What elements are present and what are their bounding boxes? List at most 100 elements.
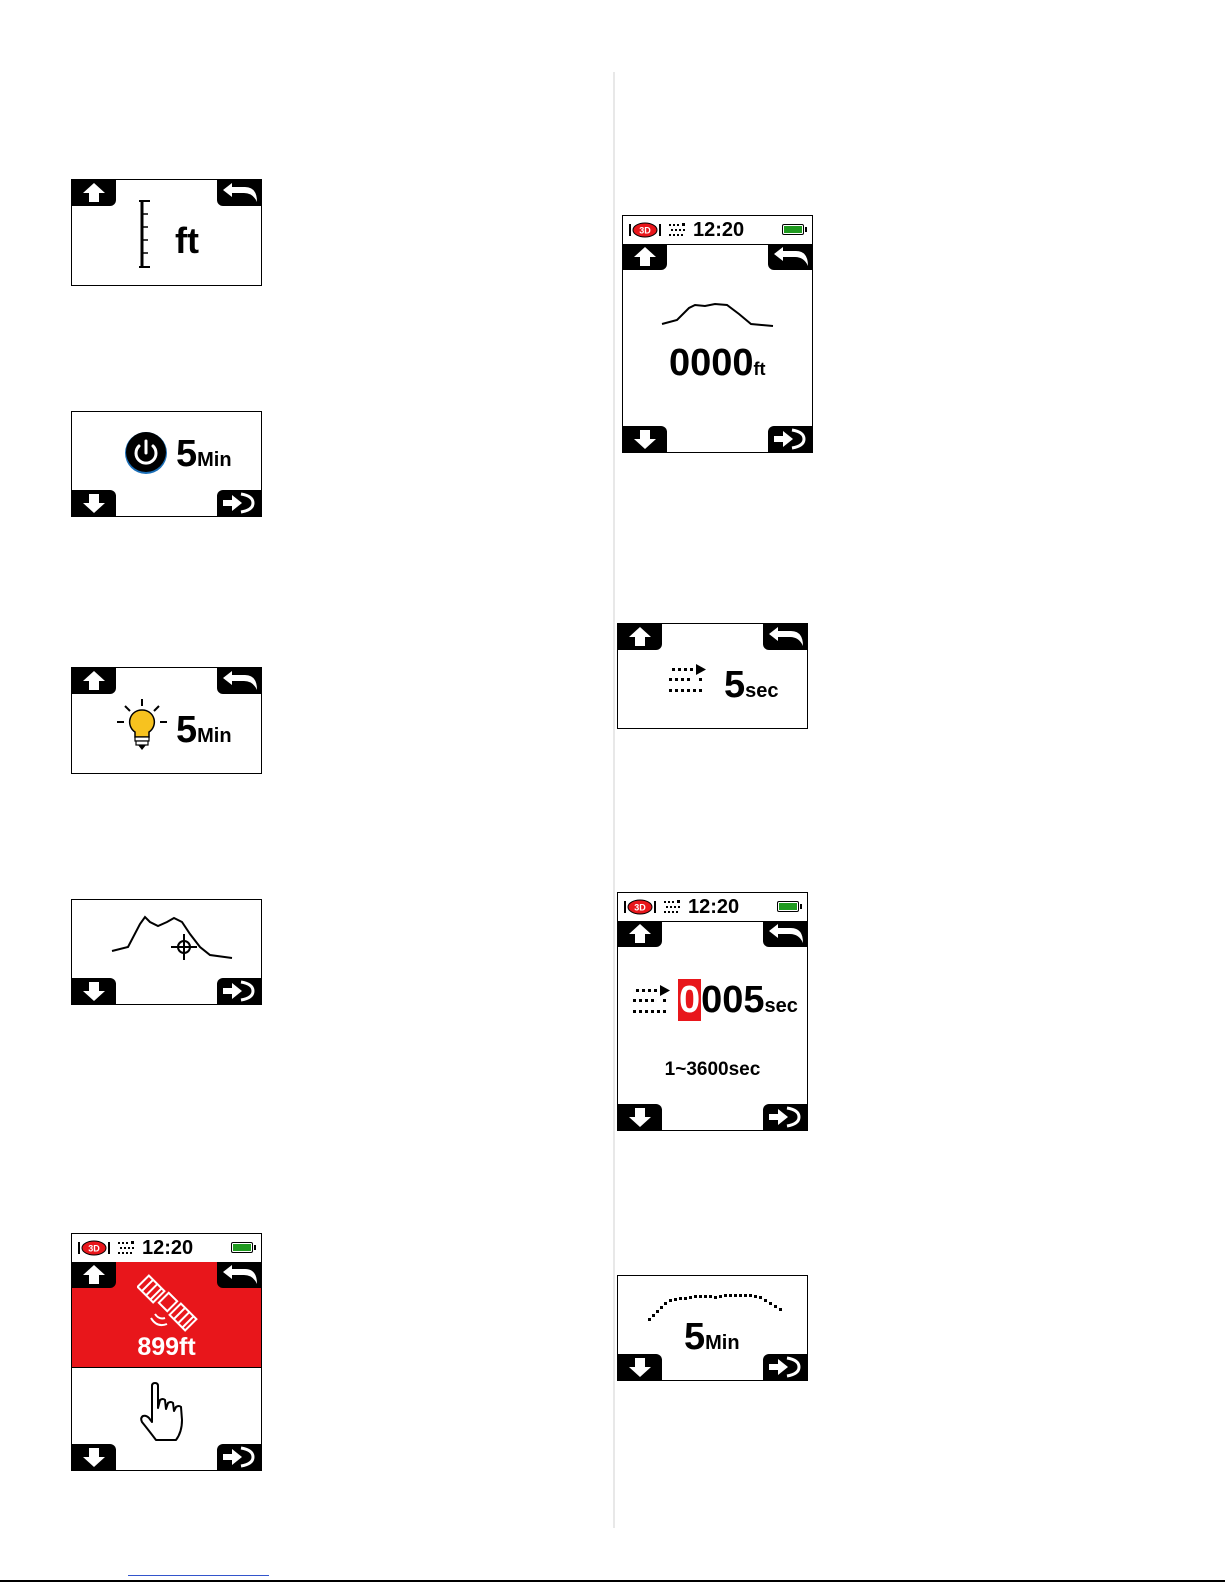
enter-arrow-icon [217, 978, 261, 1004]
enter-arrow-icon [217, 1444, 261, 1470]
back-arrow-icon [763, 921, 807, 947]
down-arrow-icon [623, 426, 667, 452]
up-arrow-icon [623, 244, 667, 270]
down-arrow-icon [618, 1354, 662, 1380]
interval-edit-value[interactable]: 0005sec [678, 979, 798, 1022]
track-icon [632, 983, 674, 1017]
backlight-value: 5Min [176, 709, 232, 752]
value: 5 [176, 709, 197, 751]
enter-button[interactable] [217, 490, 261, 516]
battery-icon [782, 224, 804, 235]
battery-icon [231, 1242, 253, 1253]
remaining-digits: 005 [701, 979, 764, 1021]
ruler-icon [138, 200, 154, 270]
gps-3d-icon: 3D [624, 899, 656, 915]
down-button[interactable] [72, 1444, 116, 1470]
enter-button[interactable] [217, 978, 261, 1004]
back-button[interactable] [763, 624, 807, 650]
track-icon [116, 1240, 136, 1256]
back-arrow-icon [217, 1262, 261, 1288]
down-button[interactable] [618, 1104, 662, 1130]
up-button[interactable] [72, 1262, 116, 1288]
power-off-value: 5Min [176, 433, 232, 476]
back-arrow-icon [217, 180, 261, 206]
track-time-value: 5Min [684, 1316, 740, 1359]
up-arrow-icon [618, 921, 662, 947]
track-icon [667, 222, 687, 238]
svg-text:3D: 3D [634, 903, 646, 913]
satellite-screen: 3D 12:20 [71, 1233, 262, 1471]
enter-button[interactable] [763, 1104, 807, 1130]
unit: Min [197, 725, 231, 747]
range-hint: 1~3600sec [618, 1059, 807, 1081]
back-arrow-icon [768, 244, 812, 270]
altitude-value: 0000ft [669, 342, 766, 385]
value: 5 [684, 1316, 705, 1358]
hand-pointer-icon [138, 1382, 190, 1444]
back-button[interactable] [217, 1262, 261, 1288]
down-button[interactable] [623, 426, 667, 452]
satellite-distance: 899ft [72, 1333, 261, 1362]
track-icon [662, 899, 682, 915]
gps-3d-icon: 3D [629, 222, 661, 238]
up-arrow-icon [72, 1262, 116, 1288]
auto-power-off-screen: 5Min [71, 411, 262, 517]
footer-rule [0, 1580, 1225, 1582]
power-icon [124, 431, 168, 475]
unit: sec [745, 680, 778, 702]
up-button[interactable] [623, 244, 667, 270]
back-arrow-icon [763, 624, 807, 650]
unit-setting-screen: ft [71, 179, 262, 286]
unit: Min [705, 1332, 739, 1354]
enter-arrow-icon [768, 426, 812, 452]
status-bar: 3D 12:20 [623, 216, 812, 245]
interval-value: 5sec [724, 664, 779, 707]
back-button[interactable] [768, 244, 812, 270]
up-button[interactable] [72, 668, 116, 694]
up-arrow-icon [72, 180, 116, 206]
column-divider [613, 72, 615, 1528]
down-arrow-icon [72, 978, 116, 1004]
down-button[interactable] [72, 490, 116, 516]
up-button[interactable] [72, 180, 116, 206]
value: 5 [176, 433, 197, 475]
selected-digit[interactable]: 0 [678, 979, 701, 1021]
clock: 12:20 [142, 1237, 193, 1260]
back-button[interactable] [217, 180, 261, 206]
track-time-screen: 5Min [617, 1275, 808, 1381]
up-button[interactable] [618, 921, 662, 947]
satellite-icon [137, 1272, 201, 1336]
svg-text:3D: 3D [88, 1244, 100, 1254]
footer-link[interactable] [128, 1575, 269, 1576]
up-button[interactable] [618, 624, 662, 650]
back-button[interactable] [763, 921, 807, 947]
track-interval-screen: 5sec [617, 623, 808, 729]
unit: sec [765, 995, 798, 1017]
backlight-screen: 5Min [71, 667, 262, 774]
unit: Min [197, 449, 231, 471]
enter-button[interactable] [217, 1444, 261, 1470]
battery-icon [777, 901, 799, 912]
enter-arrow-icon [763, 1104, 807, 1130]
enter-button[interactable] [763, 1354, 807, 1380]
altitude-profile [661, 298, 777, 330]
waypoint-screen [71, 899, 262, 1005]
back-arrow-icon [217, 668, 261, 694]
status-bar: 3D 12:20 [72, 1234, 261, 1263]
altitude-screen: 3D 12:20 0000ft [622, 215, 813, 453]
track-icon [668, 662, 710, 696]
down-button[interactable] [72, 978, 116, 1004]
unit: ft [754, 359, 766, 379]
down-arrow-icon [72, 1444, 116, 1470]
crosshair-icon [171, 934, 197, 960]
status-bar: 3D 12:20 [618, 893, 807, 922]
lightbulb-icon [115, 697, 169, 755]
down-button[interactable] [618, 1354, 662, 1380]
enter-button[interactable] [768, 426, 812, 452]
enter-arrow-icon [763, 1354, 807, 1380]
clock: 12:20 [693, 219, 744, 242]
unit-label: ft [175, 220, 199, 262]
down-arrow-icon [618, 1104, 662, 1130]
up-arrow-icon [72, 668, 116, 694]
back-button[interactable] [217, 668, 261, 694]
